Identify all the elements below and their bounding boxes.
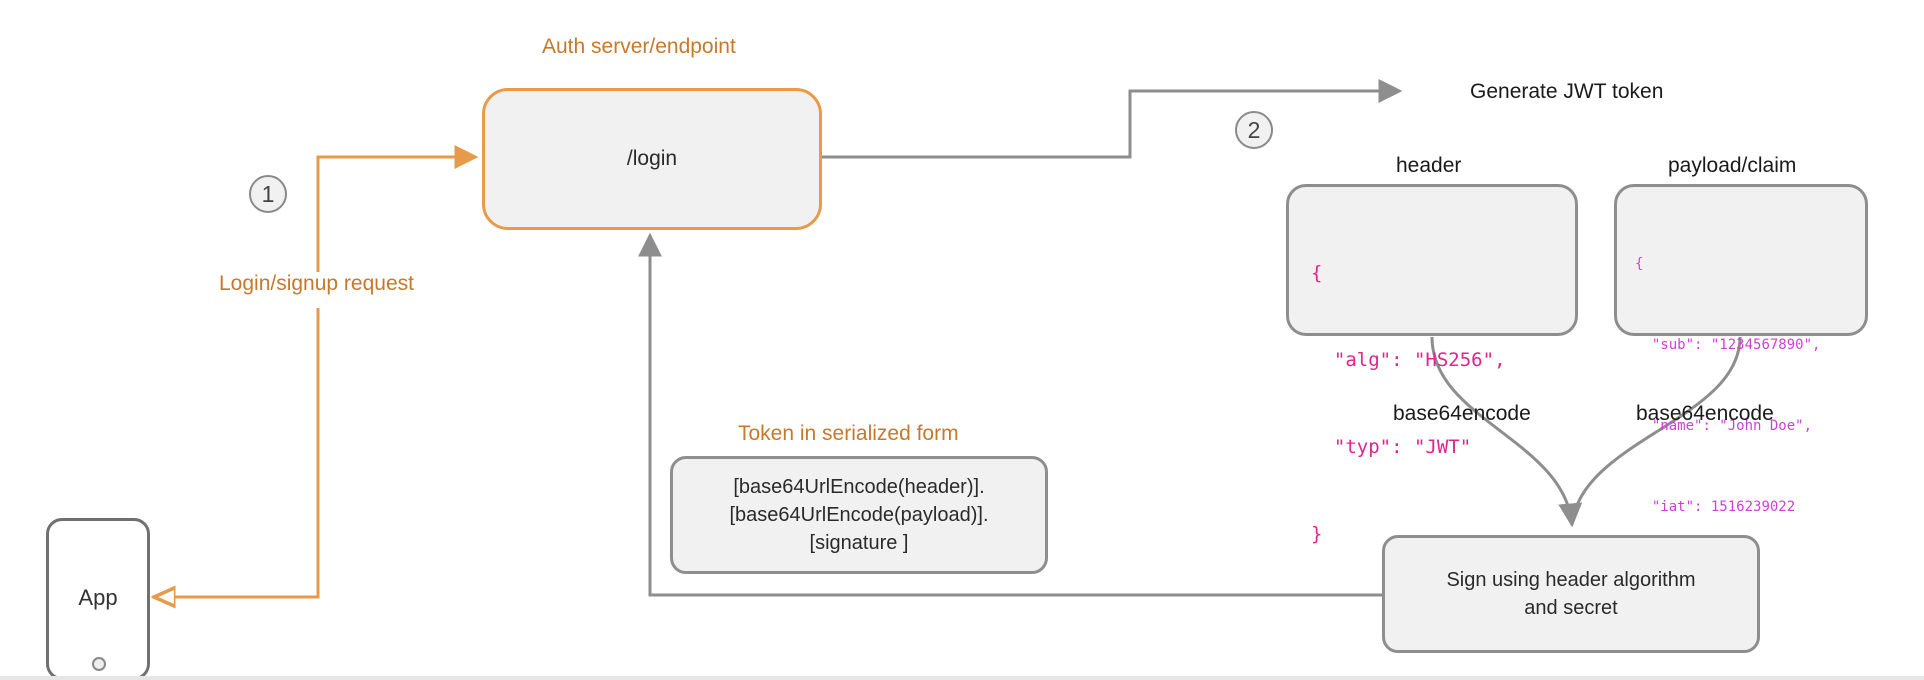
token-serialized-title: Token in serialized form: [738, 422, 959, 445]
header-json: { "alg": "HS256", "typ": "JWT" }: [1311, 262, 1506, 545]
token-serialized-box: [base64UrlEncode(header)]. [base64UrlEnc…: [670, 456, 1048, 574]
payload-json: { "sub": "1234567890", "name": "John Doe…: [1635, 256, 1821, 596]
auth-server-title: Auth server/endpoint: [542, 35, 736, 58]
sign-box: Sign using header algorithm and secret: [1382, 535, 1760, 653]
header-box: { "alg": "HS256", "typ": "JWT" }: [1286, 184, 1578, 545]
step-1-badge: 1: [249, 175, 287, 213]
app-phone: App: [46, 518, 150, 680]
payload-encode-curve: [1570, 336, 1742, 526]
login-box: /login: [482, 88, 822, 230]
generate-arrow: [822, 79, 1403, 159]
bottom-edge: [0, 676, 1924, 680]
token-line-3: [signature ]: [809, 532, 909, 554]
header-encode-curve: [1430, 336, 1583, 528]
base64encode-payload-label: base64encode: [1636, 402, 1774, 425]
login-label: /login: [626, 147, 678, 170]
payload-title: payload/claim: [1668, 154, 1797, 177]
base64encode-header-label: base64encode: [1393, 402, 1531, 425]
token-line-1: [base64UrlEncode(header)].: [733, 476, 985, 498]
payload-box: { "sub": "1234567890", "name": "John Doe…: [1614, 184, 1868, 596]
header-title: header: [1396, 154, 1462, 177]
response-to-app-arrow: [154, 308, 320, 597]
login-request-label: Login/signup request: [213, 272, 420, 296]
app-label: App: [78, 585, 118, 610]
login-request-arrow: [316, 145, 479, 288]
generate-jwt-label: Generate JWT token: [1470, 80, 1664, 103]
return-token-arrow: [638, 232, 1382, 597]
phone-home-button-icon: [92, 657, 106, 671]
sign-line-2: and secret: [1524, 597, 1618, 619]
token-line-2: [base64UrlEncode(payload)].: [729, 504, 989, 526]
step-2-badge: 2: [1235, 111, 1273, 149]
sign-line-1: Sign using header algorithm: [1446, 569, 1696, 591]
